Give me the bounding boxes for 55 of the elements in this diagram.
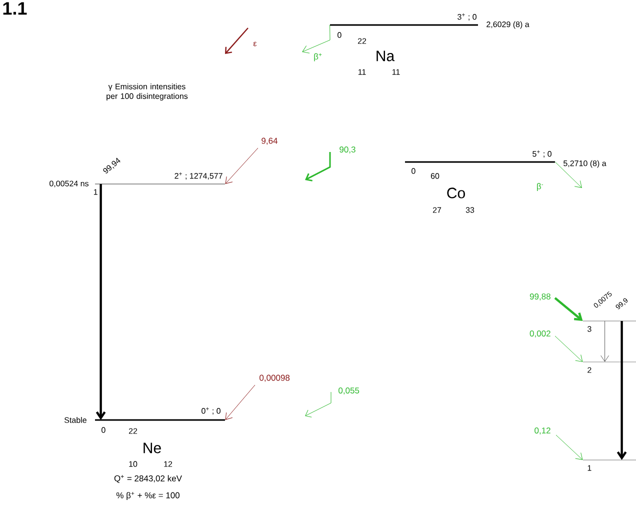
neutron-number: 12	[164, 461, 172, 467]
edge-label: 99,88	[530, 294, 550, 300]
atomic-number: 27	[432, 207, 442, 213]
edge-label: β$^{+}$	[314, 53, 322, 62]
energy-level-line	[95, 419, 225, 421]
arrow	[225, 148, 258, 184]
level-label: 0	[412, 168, 416, 174]
edge-label: 0,12	[534, 427, 550, 434]
edge-label: 0,00098	[260, 374, 290, 382]
nuclide-symbol: Na	[376, 50, 395, 62]
level-label: 5$^{+}$ ; 0	[532, 150, 552, 158]
arrow	[302, 24, 330, 54]
arrow	[554, 336, 583, 362]
decay-mode-label: ε	[253, 42, 257, 46]
q-value: Q$^{+}$ = 2843,02 keV	[114, 475, 182, 483]
arrow	[600, 320, 610, 362]
level-label: 0	[338, 32, 342, 38]
edge-label: 0,002	[530, 330, 550, 338]
mass-number: 22	[358, 38, 366, 44]
atomic-number: 11	[358, 69, 366, 75]
level-label: 0$^{+}$ ; 0	[202, 407, 220, 415]
percentage-note: % β$^{+}$ + %ε = 100	[116, 492, 180, 500]
arrow	[556, 434, 583, 460]
level-label: 5,2710 (8) a	[564, 160, 606, 168]
intensity-value: 0,055	[338, 388, 360, 394]
energy-level-line	[405, 161, 555, 163]
figure-number: 1.1	[3, 2, 27, 15]
energy-level-line	[583, 320, 636, 322]
level-label: 2,6029 (8) a	[486, 21, 530, 29]
level-label: 3	[588, 326, 592, 332]
arrow	[554, 297, 583, 321]
nuclide-symbol: Co	[447, 188, 465, 198]
level-label: 3$^{+}$ ; 0	[458, 13, 476, 21]
neutron-number: 33	[466, 207, 474, 213]
mass-number: 60	[430, 173, 440, 179]
level-label: 1	[94, 189, 98, 195]
edge-label: 9,64	[262, 138, 278, 145]
arrow	[96, 184, 106, 420]
level-label: 0,00524 ns	[50, 180, 88, 188]
level-label: Stable	[64, 417, 86, 423]
mass-number: 22	[128, 428, 138, 434]
atomic-number: 10	[129, 461, 138, 467]
intensity-value: 90,3	[340, 146, 356, 154]
nuclide-symbol: Ne	[144, 442, 161, 454]
energy-level-line	[330, 24, 478, 26]
heading-note: γ Emission intensities per 100 disintegrations	[106, 83, 188, 101]
level-label: 2	[588, 367, 592, 373]
level-label: 1	[588, 465, 592, 471]
level-label: 0	[102, 427, 106, 433]
arrow	[225, 384, 256, 420]
level-label: 2$^{+}$ ; 1274,577	[174, 172, 222, 180]
arrow	[554, 162, 582, 188]
arrow	[616, 321, 627, 460]
edge-label: β$^{-}$	[537, 183, 544, 191]
neutron-number: 11	[392, 69, 400, 75]
